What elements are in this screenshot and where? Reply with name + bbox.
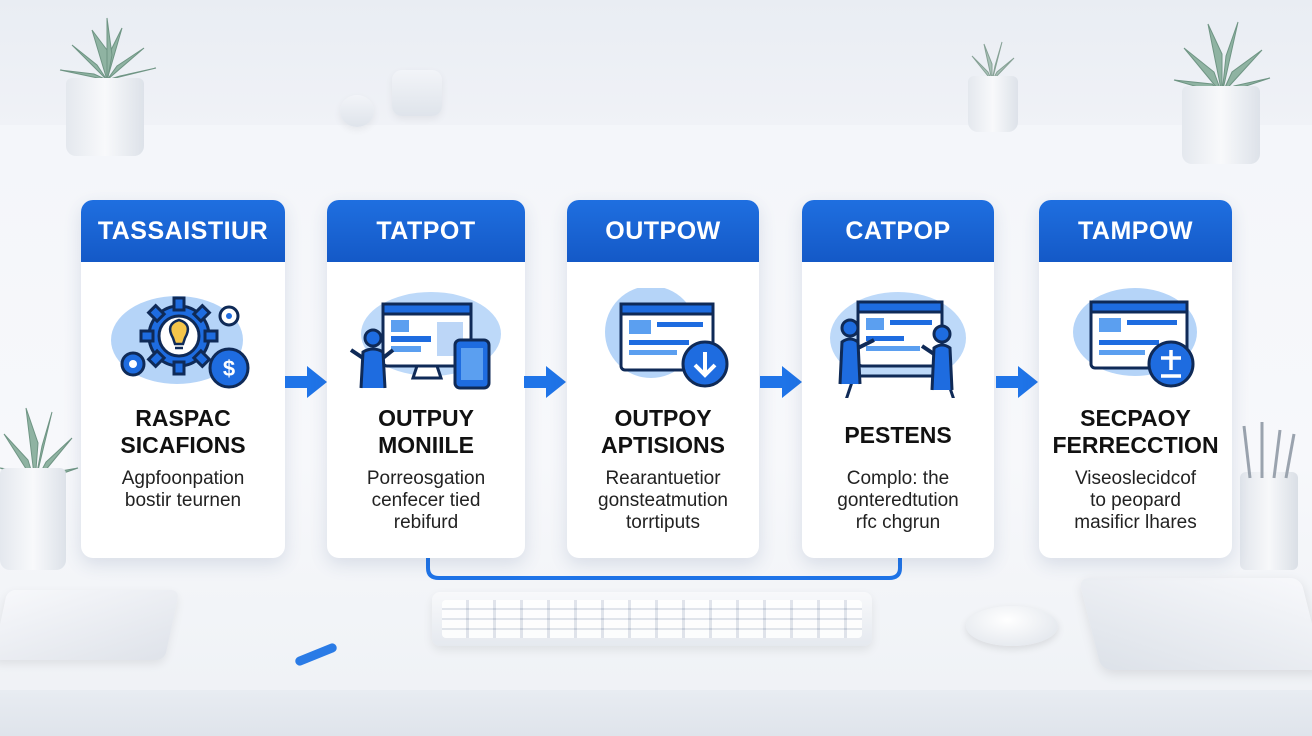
desk-edge [0, 690, 1312, 736]
arrow-right-icon [996, 366, 1038, 398]
plant-top-left [52, 10, 162, 160]
step-header: TASSAISTIUR [81, 200, 285, 262]
decor-cube [392, 70, 442, 116]
pens-icon [1242, 422, 1296, 479]
step-header: TAMPOW [1039, 200, 1232, 262]
notebook-left [0, 590, 180, 660]
gear-lightbulb-dollar-icon: $ [111, 296, 250, 389]
step-header: TATPOT [327, 200, 525, 262]
decor-cube-small [340, 95, 374, 127]
background-wall [0, 0, 1312, 130]
step-header: OUTPOW [567, 200, 759, 262]
svg-text:$: $ [223, 356, 235, 381]
notebook-right [1078, 578, 1312, 670]
plant-top-right [1172, 14, 1272, 164]
step-header: CATPOP [802, 200, 994, 262]
monitor-download-icon [605, 288, 729, 388]
people-monitor-phone-icon [349, 292, 501, 390]
pen-holder [1240, 422, 1298, 570]
arrow-right-icon [760, 366, 802, 398]
plant-bottom-left [0, 398, 80, 573]
succulent-icon [1173, 21, 1271, 95]
succulent-icon [59, 17, 157, 83]
step-title: PESTENS [844, 422, 952, 448]
arrow-right-icon [524, 366, 566, 398]
people-computer-icon [830, 292, 966, 398]
keyboard [432, 592, 872, 646]
arrow-right-icon [285, 366, 327, 398]
plant-top-right-small [962, 36, 1022, 136]
monitor-plus-minus-icon [1073, 288, 1197, 388]
connector-bracket [426, 556, 902, 580]
mouse [966, 606, 1058, 646]
